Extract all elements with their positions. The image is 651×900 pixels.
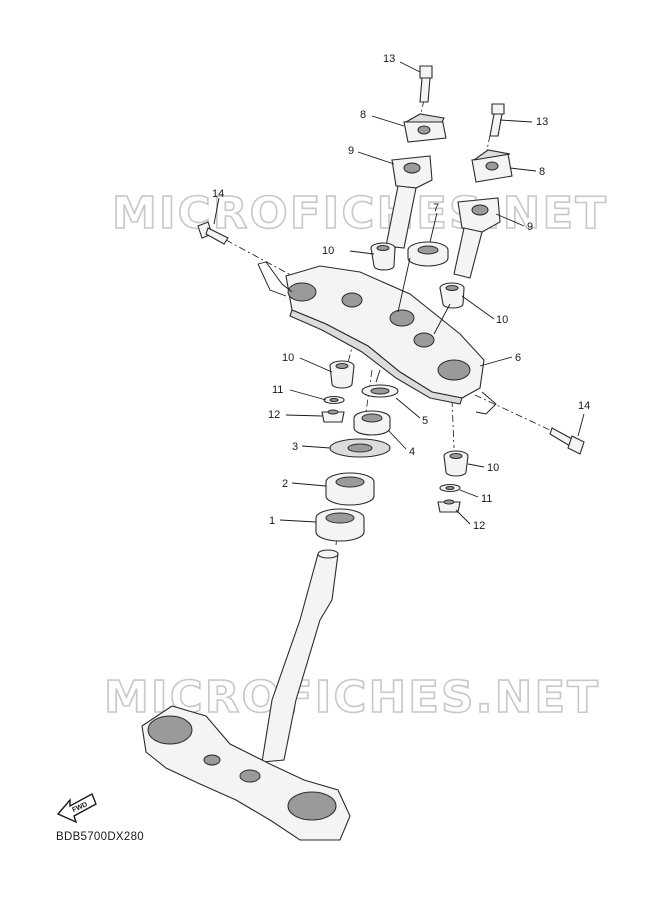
washer-11-left <box>323 395 345 405</box>
bushing-10-a <box>370 242 396 271</box>
callout-7: 7 <box>433 202 439 214</box>
callout-12-right: 12 <box>473 520 485 532</box>
washer-7 <box>407 241 449 267</box>
handlebar-holder-9-right <box>453 197 501 279</box>
handlebar-holder-9-left <box>385 155 433 249</box>
washer-11-right <box>439 483 461 493</box>
washer-3 <box>329 438 391 458</box>
callout-10-c: 10 <box>282 352 294 364</box>
bushing-10-c <box>329 360 355 389</box>
leader-lines <box>213 61 585 525</box>
bolt-14-left <box>197 221 229 245</box>
bearing-1 <box>315 508 365 542</box>
callout-1: 1 <box>269 515 275 527</box>
callout-13-left: 13 <box>383 53 395 65</box>
callout-2: 2 <box>282 478 288 490</box>
handlebar-clamp-8-right <box>471 149 513 183</box>
bolt-13-left <box>419 65 433 103</box>
bolt-14-right <box>549 427 585 455</box>
callout-4: 4 <box>409 446 415 458</box>
upper-bracket-6 <box>285 265 485 405</box>
bushing-10-b <box>439 282 465 309</box>
callout-10-d: 10 <box>487 462 499 474</box>
callout-11-left: 11 <box>272 384 283 396</box>
fwd-arrow-icon: FWD <box>56 793 97 824</box>
nut-12-left <box>321 409 345 423</box>
watermark-upper: MICROFICHES.NET <box>112 188 608 239</box>
callout-13-right: 13 <box>536 116 548 128</box>
washer-5 <box>361 384 399 398</box>
bolt-13-right <box>489 103 505 137</box>
callout-10-a: 10 <box>322 245 334 257</box>
callout-14-right: 14 <box>578 400 590 412</box>
callout-12-left: 12 <box>268 409 280 421</box>
callout-8-left: 8 <box>360 109 366 121</box>
callout-5: 5 <box>422 415 428 427</box>
diagram-code: BDB5700DX280 <box>56 831 144 843</box>
bushing-10-d <box>443 450 469 477</box>
callout-14-left: 14 <box>212 188 224 200</box>
callouts: 13 8 9 14 13 8 9 7 10 10 6 10 11 12 5 4 … <box>212 53 590 532</box>
ring-nut-4 <box>353 410 391 436</box>
bearing-2 <box>325 472 375 506</box>
handlebar-clamp-8-left <box>403 113 447 143</box>
callout-10-b: 10 <box>496 314 508 326</box>
callout-3: 3 <box>292 441 298 453</box>
callout-8-right: 8 <box>539 166 545 178</box>
callout-11-right: 11 <box>481 493 492 505</box>
steering-stem-under-bracket <box>141 549 351 841</box>
callout-6: 6 <box>515 352 521 364</box>
callout-9-left: 9 <box>348 145 354 157</box>
callout-9-right: 9 <box>527 221 533 233</box>
